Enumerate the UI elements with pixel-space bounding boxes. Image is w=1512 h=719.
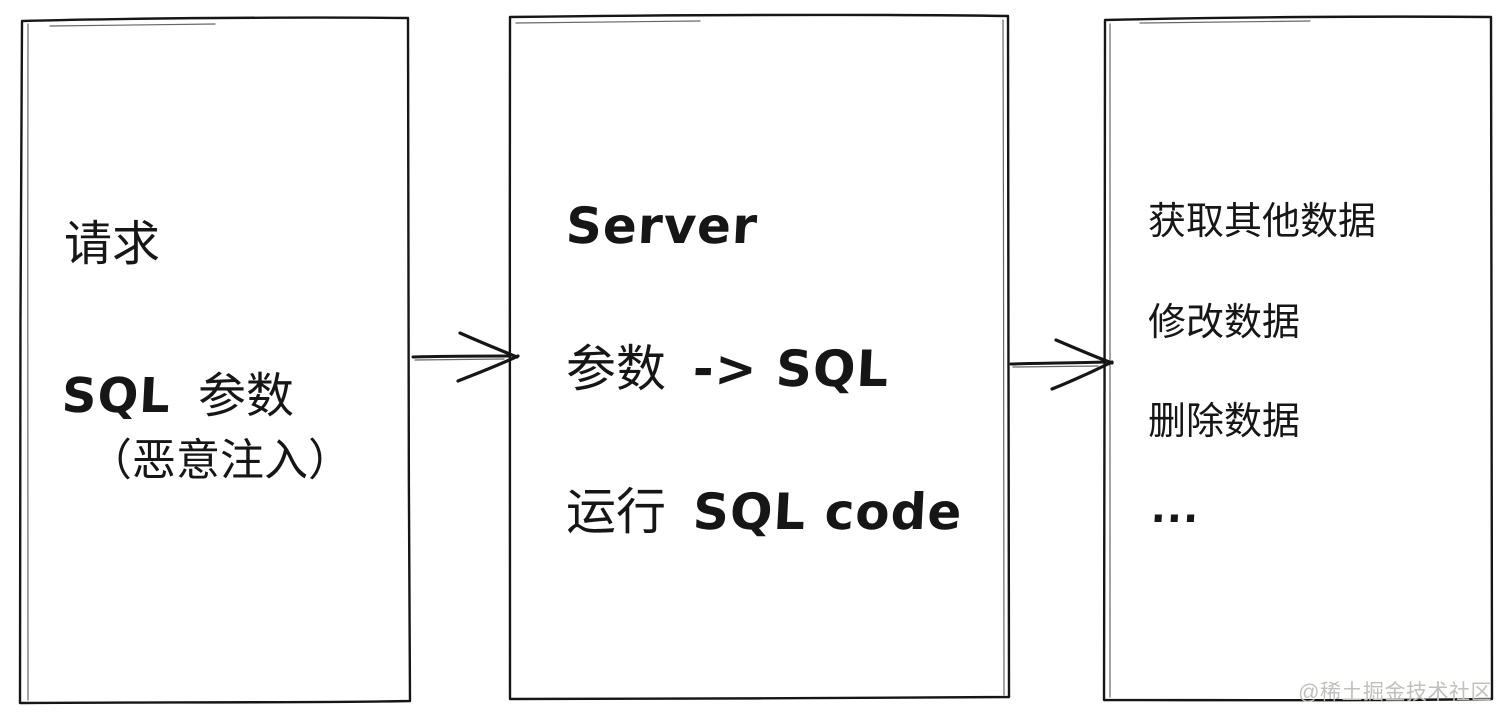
server-line-3: 运行 SQL code	[566, 483, 964, 541]
box-border-overdraw	[27, 23, 216, 701]
params-label: 参数	[566, 341, 666, 397]
arrow-shaft-overdraw	[1012, 365, 1099, 368]
arrow-request-to-server	[411, 331, 520, 383]
params-label: 参数	[197, 370, 294, 423]
arrow-head-upper	[1054, 338, 1114, 365]
arrow-shaft	[411, 354, 512, 359]
run-label: 运行	[566, 484, 666, 540]
outcome-line-1: 获取其他数据	[1148, 203, 1376, 241]
fetch-other-data-label: 获取其他数据	[1148, 201, 1377, 243]
outcome-line-3: 删除数据	[1148, 403, 1300, 441]
arrow-server-to-outcomes	[1009, 338, 1114, 391]
request-line-2: SQL 参数	[61, 368, 294, 424]
arrow-head-lower	[456, 354, 520, 383]
box-border	[18, 16, 412, 705]
request-box-outline	[18, 16, 412, 705]
server-line-2: 参数 -> SQL	[566, 340, 891, 398]
outcomes-box-outline	[1102, 15, 1494, 702]
box-border-overdraw	[1109, 20, 1311, 698]
request-text: 请求	[64, 218, 161, 271]
request-line-1: 请求	[64, 221, 160, 269]
box-border-overdraw	[515, 19, 1005, 696]
delete-data-label: 删除数据	[1148, 401, 1301, 443]
box-border	[1102, 15, 1494, 702]
arrow-head-lower	[1050, 360, 1114, 391]
arrow-shaft-overdraw	[414, 358, 505, 361]
ellipsis-label: ...	[1149, 486, 1201, 532]
box-border	[508, 13, 1011, 701]
server-box-outline	[508, 13, 1011, 701]
watermark: @稀土掘金技术社区	[1298, 681, 1492, 704]
outcome-line-2: 修改数据	[1148, 304, 1300, 342]
outcome-line-4: ...	[1149, 486, 1201, 532]
arrow-head-upper	[458, 331, 519, 359]
arrow-shaft	[1009, 360, 1107, 366]
modify-data-label: 修改数据	[1148, 302, 1301, 344]
malicious-injection-label: （恶意注入）	[88, 436, 352, 485]
request-line-3: （恶意注入）	[88, 439, 352, 483]
